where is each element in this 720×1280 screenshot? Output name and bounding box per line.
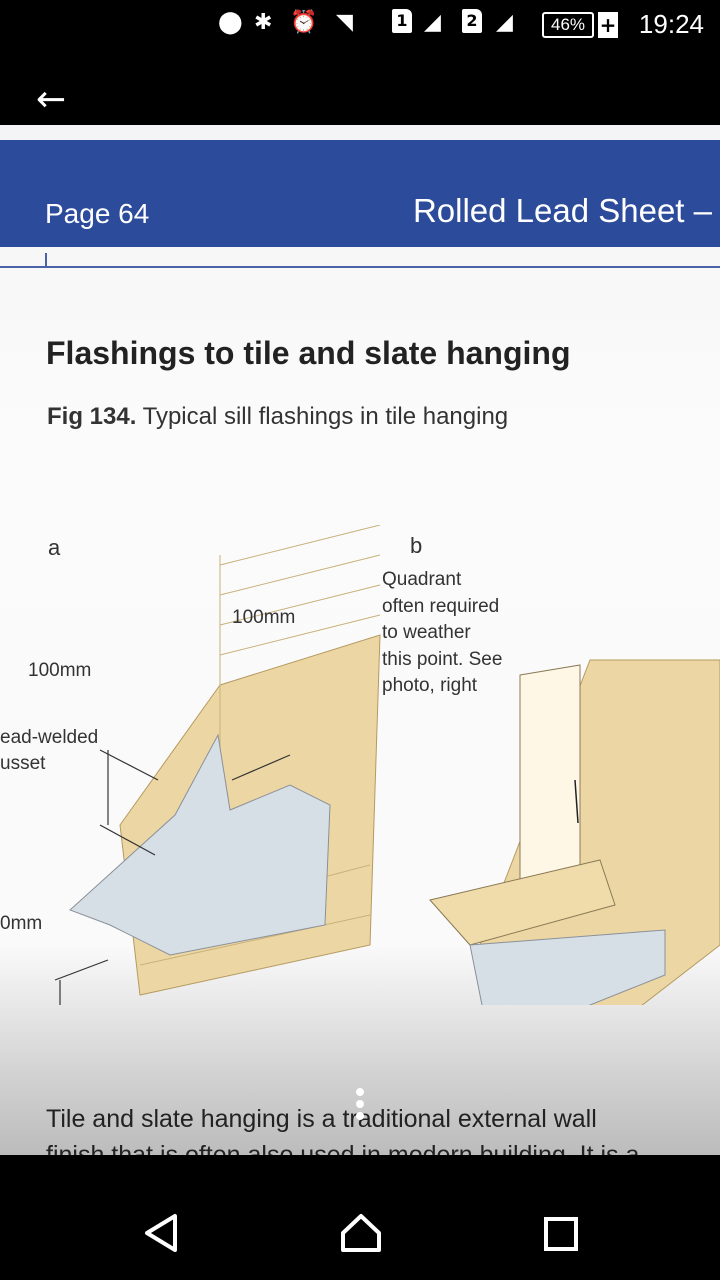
sim1-icon: 1 bbox=[392, 9, 412, 33]
figure-caption: Fig 134. Typical sill flashings in tile … bbox=[47, 403, 508, 431]
status-bar: ⬤ ✱ ⏰ ◥ 1 ◢ 2 ◢ 46% + 19:24 bbox=[0, 0, 720, 50]
wifi-icon: ◥ bbox=[336, 10, 353, 35]
note-line: Quadrant bbox=[382, 569, 462, 590]
arrow-left-icon[interactable]: ← bbox=[36, 79, 67, 120]
dimension-lines-a bbox=[54, 749, 291, 1005]
tile-wall-b bbox=[429, 659, 720, 1005]
app-bar: ← bbox=[0, 50, 720, 125]
banner-title: Rolled Lead Sheet – bbox=[412, 192, 712, 229]
alarm-icon: ⏰ bbox=[290, 10, 318, 35]
home-icon[interactable] bbox=[340, 1213, 382, 1257]
annotation-label: usset bbox=[0, 753, 46, 774]
figure-a-label: a bbox=[48, 535, 61, 560]
figure-illustration bbox=[54, 525, 720, 1005]
image-viewer[interactable]: Page 64 Rolled Lead Sheet – Flashings to… bbox=[0, 125, 720, 1155]
dimension-label: 100mm bbox=[28, 660, 92, 681]
figure-b-label: b bbox=[410, 533, 423, 558]
lead-flashing-a bbox=[69, 733, 331, 956]
navigation-bar bbox=[0, 1155, 720, 1280]
sim2-icon: 2 bbox=[462, 9, 482, 33]
annotation-note: Quadrant often required to weather this … bbox=[382, 567, 502, 700]
signal-icon: ◢ bbox=[496, 10, 513, 35]
charging-icon: + bbox=[598, 12, 618, 38]
bluetooth-icon: ✱ bbox=[254, 10, 273, 35]
body-line: Tile and slate hanging is a traditional … bbox=[46, 1105, 597, 1133]
note-line: to weather bbox=[382, 622, 471, 643]
body-text: Tile and slate hanging is a traditional … bbox=[46, 1101, 639, 1155]
page-number: Page 64 bbox=[45, 198, 150, 229]
dimension-label: 100mm bbox=[232, 607, 296, 628]
signal-icon: ◢ bbox=[424, 10, 441, 35]
figure-caption-text: Typical sill flashings in tile hanging bbox=[142, 403, 509, 430]
recents-icon[interactable] bbox=[544, 1217, 578, 1255]
annotation-label: ead-welded bbox=[0, 727, 99, 748]
more-options-icon[interactable] bbox=[356, 1088, 364, 1124]
clock: 19:24 bbox=[638, 9, 704, 39]
page-banner: Page 64 Rolled Lead Sheet – bbox=[0, 140, 720, 247]
section-heading: Flashings to tile and slate hanging bbox=[46, 335, 571, 371]
dimension-label: 0mm bbox=[0, 913, 43, 934]
body-line: finish that is often also used in modern… bbox=[46, 1141, 640, 1155]
divider bbox=[0, 266, 720, 268]
divider-tick bbox=[45, 253, 47, 267]
back-triangle-icon[interactable] bbox=[143, 1213, 179, 1257]
figure-number: Fig 134. bbox=[47, 403, 137, 430]
note-line: this point. See bbox=[382, 648, 503, 670]
note-line: often required bbox=[382, 595, 500, 617]
note-line: photo, right bbox=[382, 675, 478, 696]
battery-icon: 46% bbox=[542, 12, 594, 38]
location-icon: ⬤ bbox=[218, 10, 243, 35]
